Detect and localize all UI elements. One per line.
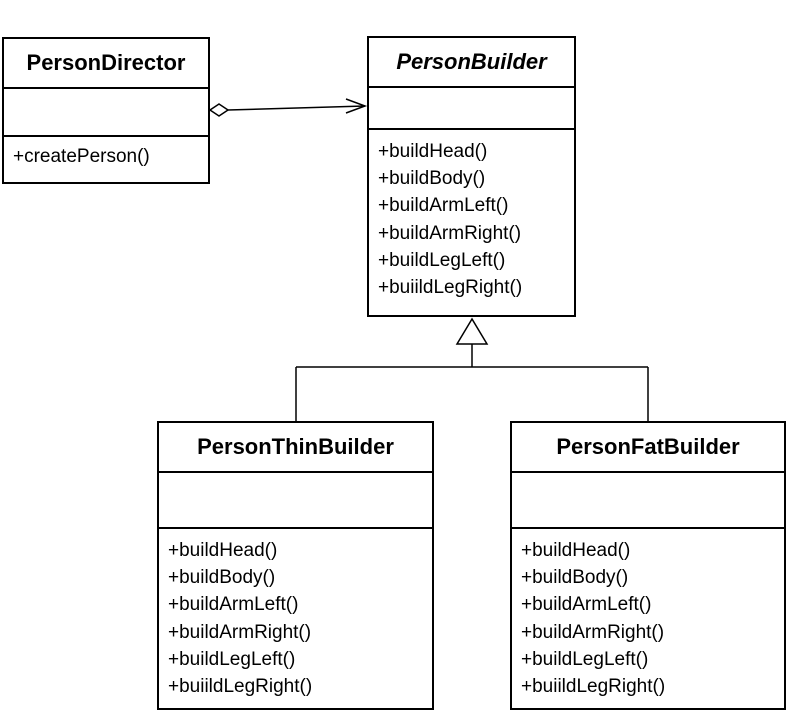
- class-name: PersonThinBuilder: [159, 423, 432, 473]
- operation: +createPerson(): [13, 146, 150, 167]
- operation: +buildBody(): [168, 567, 276, 589]
- class-attributes-section: [369, 88, 574, 130]
- class-person-thin-builder[interactable]: PersonThinBuilder +buildHead() +buildBod…: [157, 421, 434, 710]
- operation: +buildArmRight(): [168, 621, 312, 643]
- class-attributes-section: [512, 473, 784, 529]
- class-person-director[interactable]: PersonDirector +createPerson(): [2, 37, 210, 184]
- aggregation-line: [227, 105, 366, 111]
- operation: +buildLegLeft(): [378, 249, 506, 271]
- class-person-builder[interactable]: PersonBuilder +buildHead() +buildBody() …: [367, 36, 576, 317]
- operation: +buildLegLeft(): [168, 648, 296, 670]
- aggregation-arrowhead: [345, 98, 368, 114]
- aggregation-connector: [208, 98, 368, 117]
- generalization-connector: [295, 317, 649, 422]
- operation: +buiildLegRight(): [521, 676, 666, 698]
- operation: +buildHead(): [168, 540, 278, 561]
- class-operations-section: +buildHead() +buildBody() +buildArmLeft(…: [369, 130, 574, 301]
- operation: +buildHead(): [521, 540, 631, 561]
- operation: +buildArmLeft(): [378, 195, 509, 217]
- operation: +buiildLegRight(): [378, 277, 523, 299]
- operation: +buiildLegRight(): [168, 676, 313, 698]
- operation: +buildArmRight(): [378, 222, 522, 244]
- operation: +buildArmLeft(): [168, 594, 299, 616]
- class-operations-section: +buildHead() +buildBody() +buildArmLeft(…: [159, 529, 432, 700]
- class-operations-section: +createPerson(): [4, 137, 208, 170]
- aggregation-diamond: [208, 103, 230, 117]
- operation: +buildBody(): [378, 168, 486, 190]
- class-name: PersonFatBuilder: [512, 423, 784, 473]
- class-name: PersonDirector: [4, 39, 208, 89]
- class-attributes-section: [159, 473, 432, 529]
- generalization-triangle: [455, 317, 489, 345]
- class-person-fat-builder[interactable]: PersonFatBuilder +buildHead() +buildBody…: [510, 421, 786, 710]
- operation: +buildHead(): [378, 141, 488, 162]
- class-operations-section: +buildHead() +buildBody() +buildArmLeft(…: [512, 529, 784, 700]
- class-attributes-section: [4, 89, 208, 137]
- operation: +buildArmLeft(): [521, 594, 652, 616]
- operation: +buildLegLeft(): [521, 648, 649, 670]
- operation: +buildArmRight(): [521, 621, 665, 643]
- class-name: PersonBuilder: [369, 38, 574, 88]
- operation: +buildBody(): [521, 567, 629, 589]
